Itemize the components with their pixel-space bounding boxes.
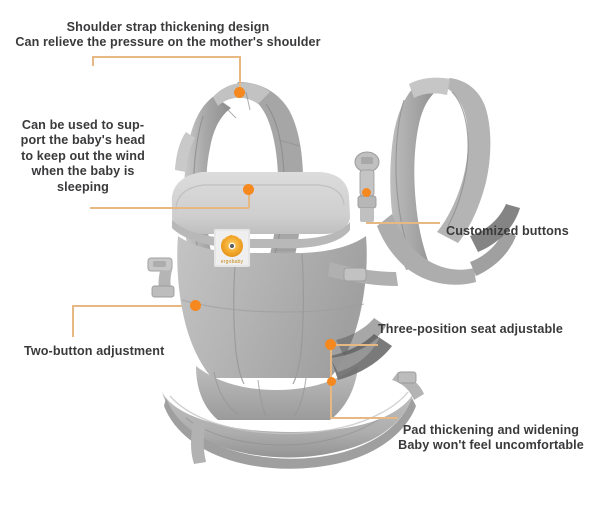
leader-line-shoulder-strap-v-left — [92, 56, 94, 66]
callout-customized-buttons: Customized buttons — [446, 224, 569, 238]
marker-dot-customized-buttons[interactable] — [362, 188, 371, 197]
marker-dot-shoulder-strap[interactable] — [234, 87, 245, 98]
marker-dot-two-button-adjustment[interactable] — [190, 300, 201, 311]
leader-line-head-support-h — [90, 207, 249, 209]
marker-dot-pad-thickening[interactable] — [327, 377, 336, 386]
leader-line-three-position-h — [330, 344, 378, 346]
leader-line-customized-buttons-h — [366, 222, 440, 224]
callout-pad-thickening: Pad thickening and widening Baby won't f… — [398, 423, 584, 453]
svg-text:ergobaby: ergobaby — [221, 259, 244, 265]
leader-line-shoulder-strap-v-right — [239, 56, 241, 90]
callout-head-support: Can be used to sup- port the baby's head… — [20, 118, 146, 194]
leader-line-shoulder-strap-h — [92, 56, 240, 58]
marker-dot-three-position-seat[interactable] — [325, 339, 336, 350]
callout-shoulder-strap: Shoulder strap thickening design Can rel… — [15, 20, 321, 50]
leader-line-two-button-h — [72, 305, 182, 307]
leader-line-two-button-v — [72, 305, 74, 337]
marker-dot-head-support[interactable] — [243, 184, 254, 195]
leader-line-head-support-v — [248, 192, 250, 208]
leader-line-pad-thickening-h — [330, 417, 398, 419]
leader-line-three-position-v — [330, 344, 332, 382]
callout-two-button-adjustment: Two-button adjustment — [24, 344, 165, 358]
callout-three-position-seat: Three-position seat adjustable — [378, 322, 563, 336]
leader-line-pad-thickening-v — [330, 382, 332, 418]
